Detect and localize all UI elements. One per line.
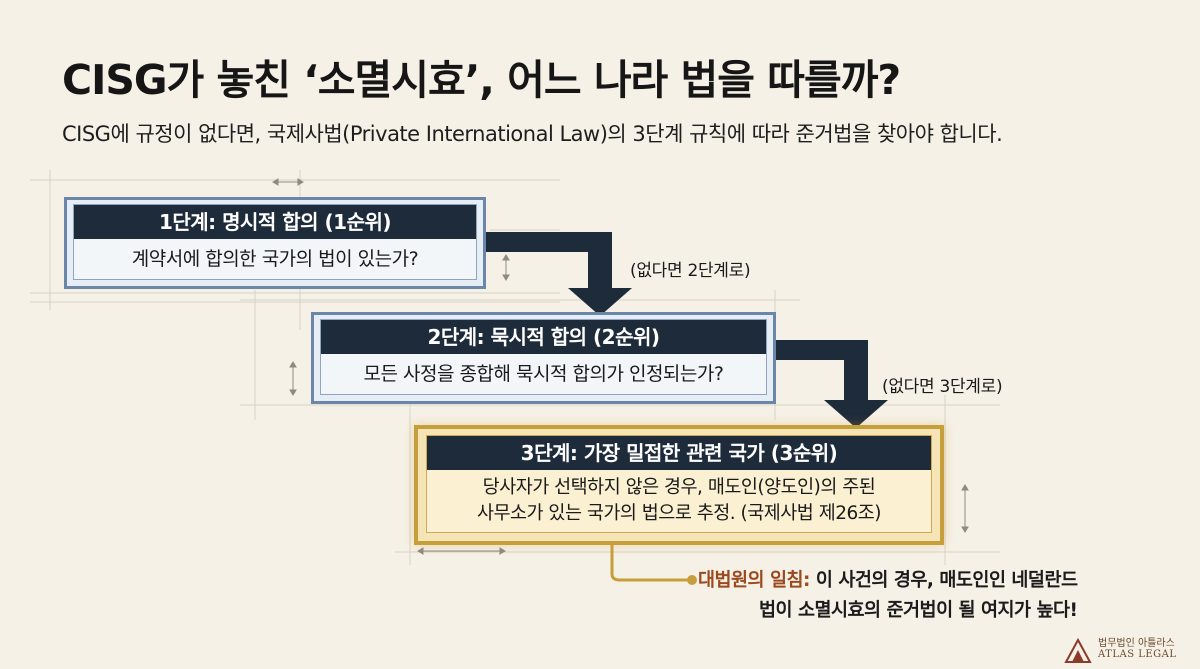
step-1-card: 1단계: 명시적 합의 (1순위) 계약서에 합의한 국가의 법이 있는가? — [64, 197, 486, 289]
page-title: CISG가 놓친 ‘소멸시효’, 어느 나라 법을 따를까? — [62, 56, 901, 104]
flow-note-to-step-2: (없다면 2단계로) — [630, 261, 751, 281]
step-2-header: 2단계: 묵시적 합의 (2순위) — [321, 320, 766, 354]
step-3-body-line-1: 당사자가 선택하지 않은 경우, 매도인(양도인)의 주된 — [482, 477, 876, 499]
step-3-card: 3단계: 가장 밀접한 관련 국가 (3순위) 당사자가 선택하지 않은 경우,… — [414, 425, 944, 545]
logo-korean-name: 법무법인 아틀라스 — [1098, 638, 1175, 649]
logo-english-name: ATLAS LEGAL — [1098, 649, 1177, 660]
callout-label: 대법원의 일침: — [698, 570, 810, 591]
step-2-card: 2단계: 묵시적 합의 (2순위) 모든 사정을 종합해 묵시적 합의가 인정되… — [311, 312, 776, 404]
firm-logo: 법무법인 아틀라스 ATLAS LEGAL — [1062, 634, 1194, 666]
callout-dot — [687, 575, 697, 585]
arrow-step2-to-step3 — [776, 340, 888, 428]
arrow-step1-to-step2 — [486, 232, 632, 316]
supreme-court-callout: 대법원의 일침: 이 사건의 경우, 매도인인 네덜란드 법이 소멸시효의 준거… — [698, 566, 1078, 626]
step-2-body: 모든 사정을 종합해 묵시적 합의가 인정되는가? — [321, 354, 766, 394]
callout-connector — [610, 544, 690, 582]
step-3-body-line-2: 사무소가 있는 국가의 법으로 추정. (국제사법 제26조) — [476, 503, 882, 524]
callout-line-1-text: 이 사건의 경우, 매도인인 네덜란드 — [809, 570, 1078, 591]
page-subtitle: CISG에 규정이 없다면, 국제사법(Private Internationa… — [62, 122, 1003, 146]
step-1-body: 계약서에 합의한 국가의 법이 있는가? — [74, 239, 476, 279]
callout-line-1: 대법원의 일침: 이 사건의 경우, 매도인인 네덜란드 — [698, 566, 1078, 596]
step-3-header: 3단계: 가장 밀접한 관련 국가 (3순위) — [427, 436, 931, 470]
atlas-mountain-icon — [1064, 637, 1092, 663]
callout-line-2: 법이 소멸시효의 준거법이 될 여지가 높다! — [759, 600, 1078, 621]
flow-note-to-step-3: (없다면 3단계로) — [882, 377, 1003, 397]
step-1-header: 1단계: 명시적 합의 (1순위) — [74, 205, 476, 239]
step-3-body: 당사자가 선택하지 않은 경우, 매도인(양도인)의 주된 사무소가 있는 국가… — [427, 470, 931, 532]
